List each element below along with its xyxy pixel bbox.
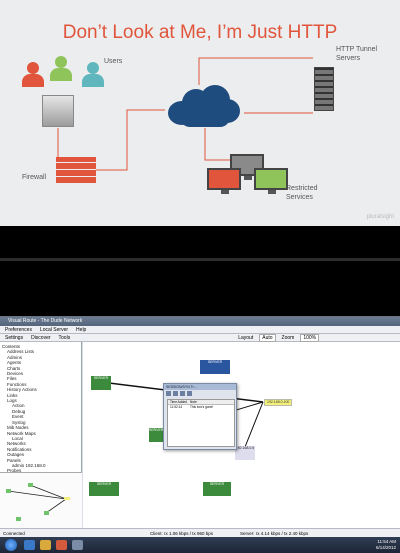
tree-item[interactable]: History Actions xyxy=(7,387,37,393)
map-node[interactable]: SERVER xyxy=(149,428,163,442)
server-icon xyxy=(42,95,74,127)
tree-item[interactable]: Probes xyxy=(7,468,22,474)
toolbar: Settings Discover Tools Layout Auto Zoom… xyxy=(0,333,400,342)
edit-icon[interactable] xyxy=(180,391,185,396)
add-icon[interactable] xyxy=(166,391,171,396)
discover-button[interactable]: Discover xyxy=(31,334,51,341)
tree-item[interactable]: Debug xyxy=(12,408,26,414)
tree-item[interactable]: Address Lists xyxy=(7,349,35,355)
zoom-select[interactable]: 100% xyxy=(300,333,320,342)
slide-diagram: Don’t Look at Me, I’m Just HTTP Users Fi… xyxy=(0,0,400,226)
tree-item[interactable]: Local xyxy=(12,435,23,441)
menu-bar: Preferences Local Server Help xyxy=(0,326,400,334)
connector-lines xyxy=(57,57,313,171)
user-icon xyxy=(80,62,106,88)
menu-item-help[interactable]: Help xyxy=(76,326,87,333)
network-map-canvas[interactable]: SERVER SERVER SERVER 192.168.0.100 192.1… xyxy=(83,342,400,528)
tree-item[interactable]: Action xyxy=(12,403,25,409)
dialog-title: SESSION/SYN Tr... xyxy=(164,384,236,390)
firewall-label: Firewall xyxy=(22,174,47,181)
zoom-label: Zoom xyxy=(281,334,295,341)
table-row[interactable]: 11:52:14 This box's gone! xyxy=(168,405,234,410)
tree-item[interactable]: Charts xyxy=(7,365,21,371)
monitor-icon xyxy=(254,168,288,194)
media-icon[interactable] xyxy=(56,540,67,550)
overview-lines xyxy=(6,483,70,521)
tree-item[interactable]: Files xyxy=(7,376,17,382)
ie-icon[interactable] xyxy=(24,540,35,550)
table-cell: 11:52:14 xyxy=(170,405,183,409)
tree-item[interactable]: Devices xyxy=(7,371,24,377)
tree-header: Contents xyxy=(2,344,21,349)
app-icon[interactable] xyxy=(72,540,83,550)
menu-item-local-server[interactable]: Local Server xyxy=(39,326,69,333)
window-titlebar: Visual Route - The Dude Network xyxy=(0,317,400,326)
map-node[interactable]: SERVER xyxy=(200,360,230,374)
tree-item[interactable]: Links xyxy=(7,392,18,398)
firewall-icon xyxy=(56,157,96,183)
session-dialog[interactable]: SESSION/SYN Tr... Time Added Note 11:52:… xyxy=(163,383,237,450)
map-node[interactable]: SERVER xyxy=(91,376,111,390)
column-header[interactable]: Note xyxy=(190,400,197,404)
map-overview[interactable] xyxy=(0,472,82,528)
tunnel-server-rack-icon xyxy=(314,67,334,111)
tools-button[interactable]: Tools xyxy=(58,334,71,341)
tree-item[interactable]: Notifications xyxy=(7,446,32,452)
status-connection: Connected xyxy=(3,531,25,536)
table-cell: This box's gone! xyxy=(190,405,214,409)
tree-item[interactable]: Panels xyxy=(7,457,21,463)
notes-table: Time Added Note 11:52:14 This box's gone… xyxy=(167,399,235,447)
start-button[interactable] xyxy=(5,539,17,551)
map-links xyxy=(100,381,264,453)
watermark-logo: pluralsight xyxy=(366,214,394,220)
status-client: Client: rx 1.06 kbps / tx 960 bps xyxy=(150,531,214,536)
laptop-icon[interactable]: 192.168.0.5 xyxy=(235,446,255,460)
map-node[interactable]: 192.168.0.100 xyxy=(264,399,293,406)
remove-icon[interactable] xyxy=(173,391,178,396)
tree-item[interactable]: Functions xyxy=(7,381,27,387)
network-map-app: Visual Route - The Dude Network Preferen… xyxy=(0,316,400,537)
folder-icon[interactable] xyxy=(40,540,51,550)
divider xyxy=(0,258,400,261)
tree-item[interactable]: Syslog xyxy=(12,419,26,425)
users-label: Users xyxy=(104,58,123,65)
user-icon xyxy=(48,56,74,82)
left-pane: Contents Address Lists Admins Agents Cha… xyxy=(0,342,82,528)
tree-item[interactable]: admin 192.168.0 xyxy=(12,462,46,468)
tree-item[interactable]: Admins xyxy=(7,354,23,360)
settings-button[interactable]: Settings xyxy=(5,334,24,341)
status-bar: Connected Client: rx 1.06 kbps / tx 960 … xyxy=(0,528,400,537)
slide-title: Don’t Look at Me, I’m Just HTTP xyxy=(62,22,338,43)
contents-tree: Contents Address Lists Admins Agents Cha… xyxy=(0,342,82,484)
menu-item-preferences[interactable]: Preferences xyxy=(5,326,32,333)
tree-item[interactable]: Network Maps xyxy=(7,430,36,436)
refresh-icon[interactable] xyxy=(187,391,192,396)
map-node[interactable]: SERVER xyxy=(89,482,119,496)
tree-item[interactable]: Logs xyxy=(7,398,17,404)
layout-select[interactable]: Auto xyxy=(259,333,276,342)
tree-item[interactable]: Mib Nodes xyxy=(7,425,29,431)
column-header[interactable]: Time Added xyxy=(170,400,187,404)
layout-label: Layout xyxy=(238,334,254,341)
map-node[interactable]: SERVER xyxy=(203,482,231,496)
dialog-toolbar xyxy=(164,390,236,397)
tree-item[interactable]: Outages xyxy=(7,452,25,458)
monitor-icon xyxy=(207,168,241,194)
user-icon xyxy=(20,62,46,88)
tree-item[interactable]: Agents xyxy=(7,360,22,366)
cloud-icon xyxy=(168,85,240,127)
tree-item[interactable]: Networks xyxy=(7,441,26,447)
status-server: Server: rx 4.14 kbps / tx 2.40 kbps xyxy=(240,531,309,536)
tree-item[interactable]: Event xyxy=(12,414,24,420)
